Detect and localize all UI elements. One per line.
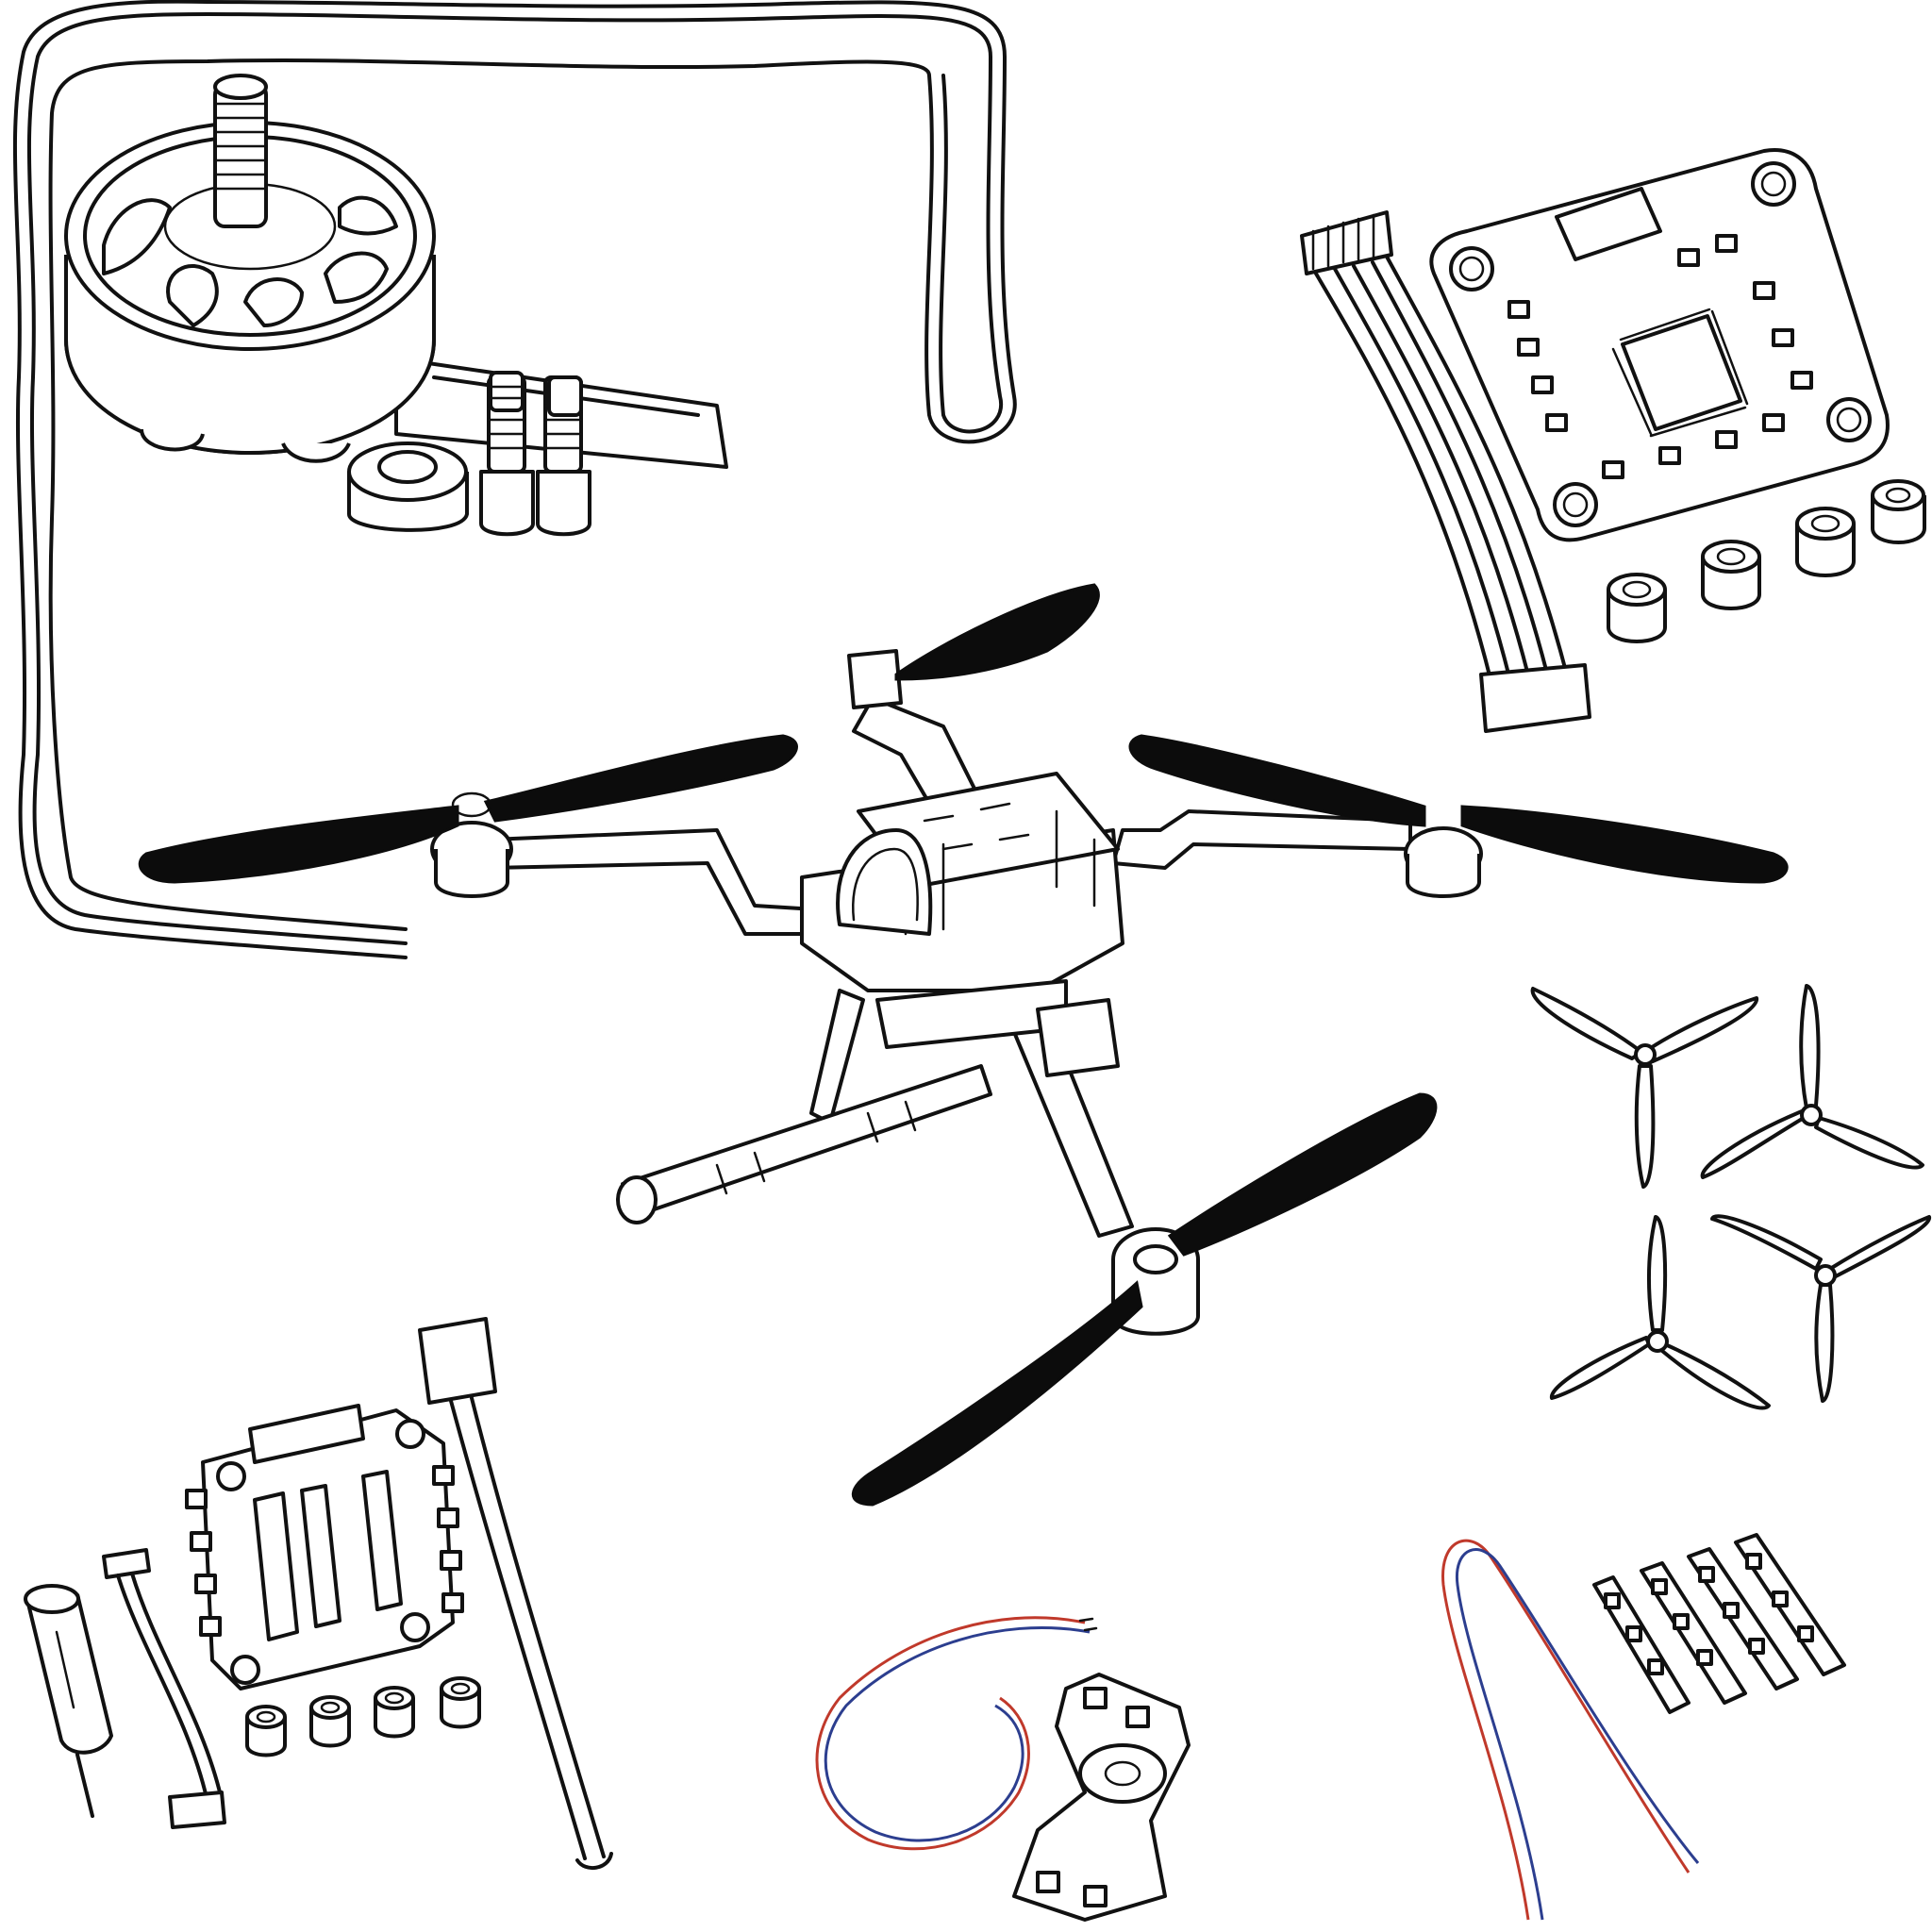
- rubber-dampers: [1607, 479, 1926, 643]
- esc-cable: [102, 1548, 226, 1829]
- propeller-right: [1128, 734, 1789, 898]
- propeller-tri-4: [1710, 1214, 1931, 1403]
- propeller-tri-1: [1530, 987, 1759, 1189]
- esc-dampers: [245, 1676, 481, 1757]
- propeller-top: [894, 583, 1100, 681]
- led-strips: [1592, 1533, 1846, 1714]
- buzzer: [1012, 1673, 1191, 1922]
- propeller-tri-3: [1549, 1215, 1771, 1410]
- flight-controller-cable: [1300, 210, 1591, 733]
- propeller-left: [138, 734, 798, 898]
- assembled-quadcopter: [489, 649, 1412, 1238]
- twisted-wire: [815, 1616, 1098, 1851]
- esc-board: [185, 1404, 464, 1690]
- capacitor: [24, 1584, 113, 1818]
- motor-wire: [12, 0, 1017, 959]
- brushless-motor: [64, 74, 728, 469]
- tri-blade-propellers: [1530, 984, 1931, 1410]
- battery-lead: [418, 1317, 613, 1870]
- propeller-tri-2: [1700, 984, 1924, 1179]
- motor-mounting-screws: [347, 371, 591, 537]
- led-wire: [1441, 1539, 1700, 1921]
- flight-controller-board: [1429, 148, 1890, 542]
- propeller-bottom: [851, 1092, 1438, 1507]
